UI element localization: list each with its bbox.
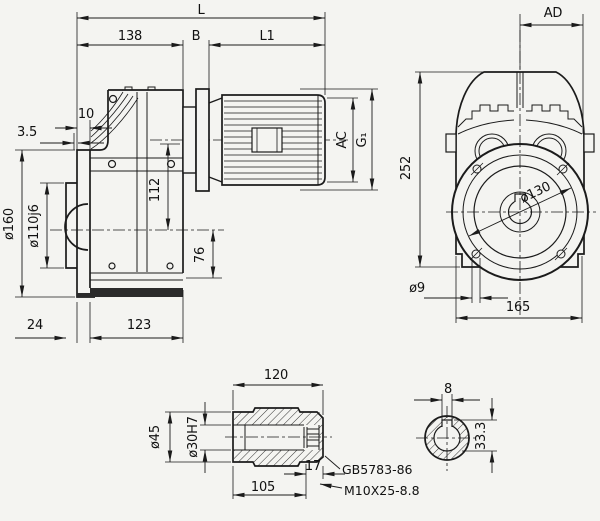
motor-cooling-fins (224, 100, 322, 180)
housing-internal-bores (136, 92, 148, 272)
casting-rib-curves (90, 91, 139, 150)
note-leader-gb (324, 455, 341, 470)
shaft-bore-lines (233, 424, 320, 451)
housing-bolt-hole (108, 94, 118, 104)
note-label-bolt-spec: M10X25-8.8 (344, 483, 420, 498)
bolt-hole-slash (556, 162, 570, 176)
shaft-detail-view: 120 ø45 ø30H7 17 105 GB5783-86 M10X25-8.… (148, 368, 420, 499)
extension-lines (441, 394, 497, 452)
dim-label-L: L (197, 3, 205, 18)
dim-label-123: 123 (127, 318, 151, 333)
dim-label-138: 138 (118, 29, 142, 44)
dim-label-L1: L1 (259, 29, 274, 44)
dim-label-G1: G₁ (355, 133, 370, 148)
housing-bolt-hole (166, 262, 174, 270)
dim-label-AC: AC (335, 131, 350, 148)
housing-base-slab (90, 288, 183, 297)
section-ring-hatching (425, 416, 469, 460)
output-flange-plate (76, 149, 95, 298)
dim-label-112: 112 (148, 178, 163, 202)
dim-label-10: 10 (78, 107, 94, 122)
cast-rib-band-lower (457, 119, 583, 135)
dim-label-120: 120 (264, 368, 288, 383)
dim-label-d110j6: ø110j6 (27, 204, 42, 247)
motor-bell-taper (208, 97, 223, 183)
shaft-detail-geometry (225, 407, 332, 467)
dim-label-165: 165 (506, 300, 530, 315)
side-view-dimensions: L 138 B L1 10 3.5 ø160 ø110j6 112 76 24 … (2, 3, 378, 343)
bolt-hole-slash (470, 162, 484, 176)
dim-line-d130 (468, 187, 572, 237)
housing-bolt-hole (108, 262, 116, 270)
front-view-geometry (445, 30, 596, 316)
dim-label-105: 105 (251, 480, 275, 495)
flange-spigot (65, 182, 77, 269)
note-label-gb-standard: GB5783-86 (342, 462, 413, 477)
terminal-box-detail (256, 128, 278, 152)
gearbox-housing-outline (90, 89, 184, 273)
flange-foot-slab (77, 293, 90, 297)
bolt-hole-slash (554, 247, 568, 261)
housing-base-lines (90, 272, 183, 281)
motor-flange-disc (195, 88, 210, 192)
section-keyway (441, 419, 453, 427)
cast-rib-band-upper (457, 104, 583, 128)
side-view: L 138 B L1 10 3.5 ø160 ø110j6 112 76 24 … (2, 3, 378, 343)
dim-label-76: 76 (193, 247, 208, 263)
front-view: AD 252 ø130 ø9 165 (399, 6, 596, 323)
housing-top-lugs (124, 86, 156, 90)
side-view-geometry (50, 86, 348, 298)
front-view-dimensions: AD 252 ø130 ø9 165 (399, 6, 584, 323)
shaft-hatching (234, 408, 323, 466)
shaft-detail-dimensions: 120 ø45 ø30H7 17 105 GB5783-86 M10X25-8.… (148, 368, 420, 499)
cross-section-dimensions: 8 33.3 (414, 382, 497, 473)
dim-label-252: 252 (399, 156, 414, 180)
side-lug-left (445, 133, 457, 153)
side-lug-right (583, 133, 595, 153)
shaft-cross-section-view: 8 33.3 (414, 382, 497, 473)
dim-label-B: B (192, 29, 201, 44)
dim-label-d160: ø160 (2, 208, 17, 240)
housing-bolt-hole (107, 159, 117, 169)
cross-section-geometry (416, 406, 478, 471)
adapter-neck (182, 106, 197, 174)
section-centerlines (416, 406, 478, 471)
shaft-end-dome-arc (64, 203, 89, 251)
flange-bolt-holes (469, 162, 570, 261)
dim-label-17: 17 (305, 459, 321, 474)
bolt-head (306, 428, 320, 447)
motor-terminal-box (251, 127, 283, 153)
dim-label-24: 24 (27, 318, 43, 333)
dim-label-AD: AD (544, 6, 563, 21)
shaft-outline (232, 407, 324, 467)
dim-label-d45: ø45 (148, 425, 163, 449)
dim-label-3-5: 3.5 (17, 125, 37, 140)
housing-bolt-hole (166, 159, 176, 169)
dim-label-d30H7: ø30H7 (186, 416, 201, 458)
extension-lines (415, 14, 584, 323)
dim-label-8: 8 (444, 382, 452, 397)
dim-label-33-3: 33.3 (474, 422, 489, 450)
dim-label-d9: ø9 (409, 281, 425, 296)
note-leader-m10 (319, 483, 343, 489)
housing-split-line (516, 72, 524, 108)
